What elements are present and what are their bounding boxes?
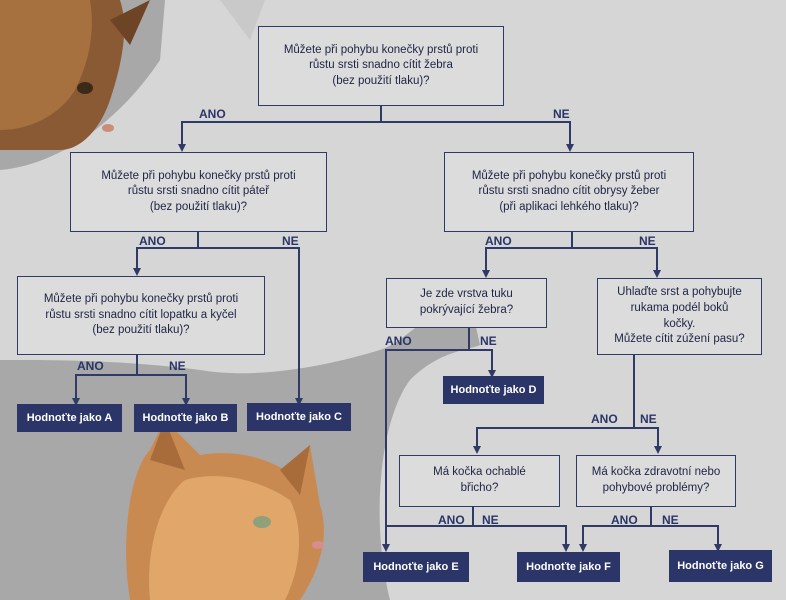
result-b-label: Hodnoťte jako B: [142, 412, 229, 424]
question-fat-layer: Je zde vrstva tuku pokrývající žebra?: [386, 278, 547, 328]
cat-photo-bottom: [126, 420, 324, 600]
result-d-label: Hodnoťte jako D: [450, 384, 537, 396]
result-f: Hodnoťte jako F: [517, 552, 620, 582]
question-health-text: Má kočka zdravotní nebo pohybové problém…: [591, 466, 721, 494]
connector-q8-yes: [579, 525, 651, 552]
connector-q5-no: [469, 349, 496, 378]
question-rib-outline-text: Můžete při pohybu konečky prstů proti rů…: [471, 169, 667, 213]
label-q2-yes: ANO: [139, 234, 166, 248]
connector-q3-yes: [482, 247, 572, 278]
question-waist-text: Uhlaďte srst a pohybujte rukama podél bo…: [614, 286, 745, 346]
question-belly-text: Má kočka ochablé břicho?: [433, 466, 526, 494]
label-q4-yes: ANO: [77, 359, 104, 373]
question-belly: Má kočka ochablé břicho?: [399, 455, 560, 507]
result-b: Hodnoťte jako B: [134, 404, 237, 432]
connector-q1-yes: [178, 121, 381, 152]
label-q7-no: NE: [482, 513, 499, 527]
label-q1-yes: ANO: [199, 107, 226, 121]
connector-lines: [72, 106, 722, 552]
question-fat-layer-text: Je zde vrstva tuku pokrývající žebra?: [419, 288, 514, 316]
cat-photo-top: [0, 0, 150, 150]
label-q5-no: NE: [480, 334, 497, 348]
label-q8-no: NE: [662, 513, 679, 527]
result-f-label: Hodnoťte jako F: [526, 561, 611, 573]
label-q6-yes: ANO: [591, 412, 618, 426]
label-q3-yes: ANO: [485, 234, 512, 248]
connector-q4-yes: [72, 374, 137, 406]
label-q7-yes: ANO: [438, 513, 465, 527]
connector-q1-no: [381, 121, 574, 152]
label-q5-yes: ANO: [385, 334, 412, 348]
cat-ear-shape: [220, 0, 265, 40]
connector-q6-no: [634, 427, 662, 454]
result-c-label: Hodnoťte jako C: [256, 411, 342, 423]
connector-q8-no: [651, 525, 722, 552]
question-shoulder-hip-text: Můžete při pohybu konečky prstů proti rů…: [43, 293, 239, 337]
connector-q7-no: [473, 525, 570, 552]
label-q3-no: NE: [639, 234, 656, 248]
result-g: Hodnoťte jako G: [669, 550, 772, 582]
result-e-label: Hodnoťte jako E: [373, 561, 459, 573]
question-ribs-text: Můžete při pohybu konečky prstů proti rů…: [283, 43, 479, 87]
label-q4-no: NE: [169, 359, 186, 373]
question-ribs: Můžete při pohybu konečky prstů proti rů…: [258, 26, 504, 106]
result-c: Hodnoťte jako C: [247, 403, 351, 431]
result-a: Hodnoťte jako A: [17, 404, 122, 432]
label-q2-no: NE: [282, 234, 299, 248]
label-q6-no: NE: [640, 412, 657, 426]
connector-q2-no: [198, 247, 303, 406]
question-health: Má kočka zdravotní nebo pohybové problém…: [576, 455, 736, 507]
connector-q6-yes: [473, 427, 634, 454]
label-q8-yes: ANO: [611, 513, 638, 527]
question-spine: Můžete při pohybu konečky prstů proti rů…: [70, 152, 327, 232]
result-a-label: Hodnoťte jako A: [26, 412, 113, 424]
question-waist: Uhlaďte srst a pohybujte rukama podél bo…: [597, 278, 762, 355]
question-shoulder-hip: Můžete při pohybu konečky prstů proti rů…: [17, 276, 265, 355]
connector-q5-yes: [382, 349, 469, 552]
result-d: Hodnoťte jako D: [443, 376, 544, 404]
label-q1-no: NE: [553, 107, 570, 121]
result-e: Hodnoťte jako E: [363, 552, 469, 582]
result-g-label: Hodnoťte jako G: [677, 560, 764, 572]
connector-q2-yes: [133, 247, 198, 276]
question-rib-outline: Můžete při pohybu konečky prstů proti rů…: [444, 152, 694, 232]
question-spine-text: Můžete při pohybu konečky prstů proti rů…: [101, 169, 296, 213]
connector-q3-no: [572, 247, 661, 278]
connector-q4-no: [137, 374, 190, 406]
